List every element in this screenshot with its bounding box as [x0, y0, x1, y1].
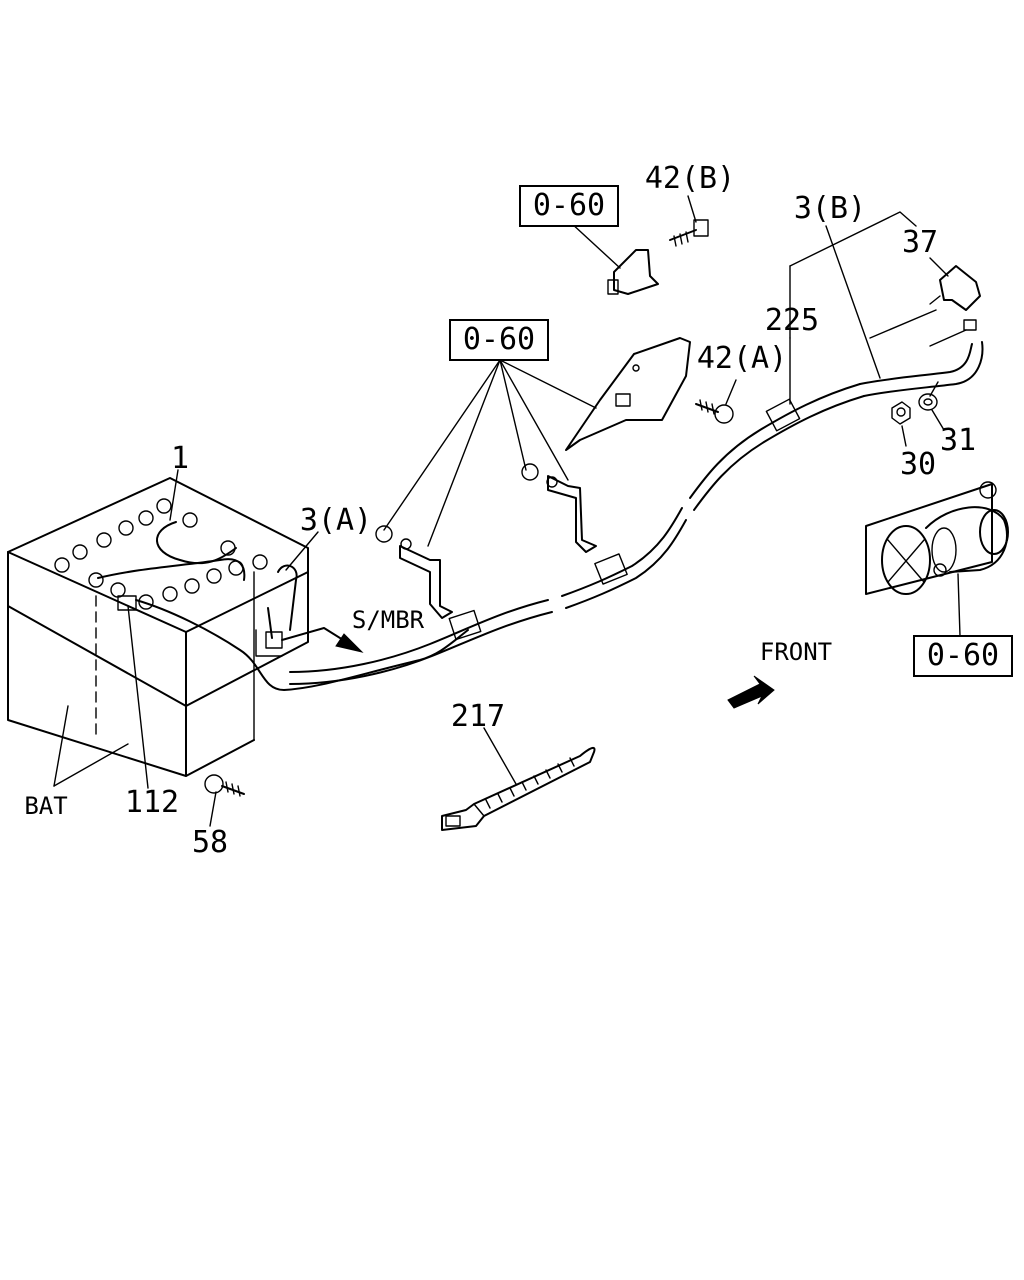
cable-3a-lug [255, 564, 298, 657]
ref-box-top[interactable]: 0-60 [519, 185, 619, 227]
nut-30 [891, 401, 911, 425]
ref-box-starter-label: 0-60 [927, 638, 999, 673]
callout-3b: 3(B) [794, 191, 866, 226]
callout-37: 37 [902, 225, 938, 260]
washer-31 [918, 393, 938, 411]
label-front: FRONT [760, 638, 832, 666]
starter-motor [865, 481, 1009, 595]
bracket-top [607, 249, 659, 295]
callout-31: 31 [940, 423, 976, 458]
smbr-arrow [281, 627, 364, 653]
callout-3a: 3(A) [300, 503, 372, 538]
ref-box-starter[interactable]: 0-60 [913, 635, 1013, 677]
callout-58: 58 [192, 825, 228, 860]
ref-box-top-label: 0-60 [533, 188, 605, 223]
main-cable [289, 319, 984, 685]
callout-42a: 42(A) [697, 341, 787, 376]
label-battery: BAT [24, 792, 67, 820]
ref-box-mid[interactable]: 0-60 [449, 319, 549, 361]
bolt-42b [669, 219, 709, 247]
front-arrow [727, 675, 775, 709]
callout-217: 217 [451, 699, 505, 734]
bolt-42a [695, 399, 734, 424]
ref-box-mid-label: 0-60 [463, 322, 535, 357]
label-smbr: S/MBR [352, 606, 425, 634]
terminal-cover-37 [929, 265, 981, 311]
bracket-upper [565, 337, 691, 451]
leader-lines [53, 195, 967, 827]
callout-225: 225 [765, 303, 819, 338]
callout-42b: 42(B) [645, 161, 735, 196]
callout-112: 112 [125, 785, 179, 820]
callout-30: 30 [900, 447, 936, 482]
battery [7, 477, 469, 797]
callout-1: 1 [171, 441, 189, 476]
bracket-left [375, 525, 453, 619]
bracket-middle [521, 463, 597, 553]
cable-tie-217 [441, 746, 596, 831]
